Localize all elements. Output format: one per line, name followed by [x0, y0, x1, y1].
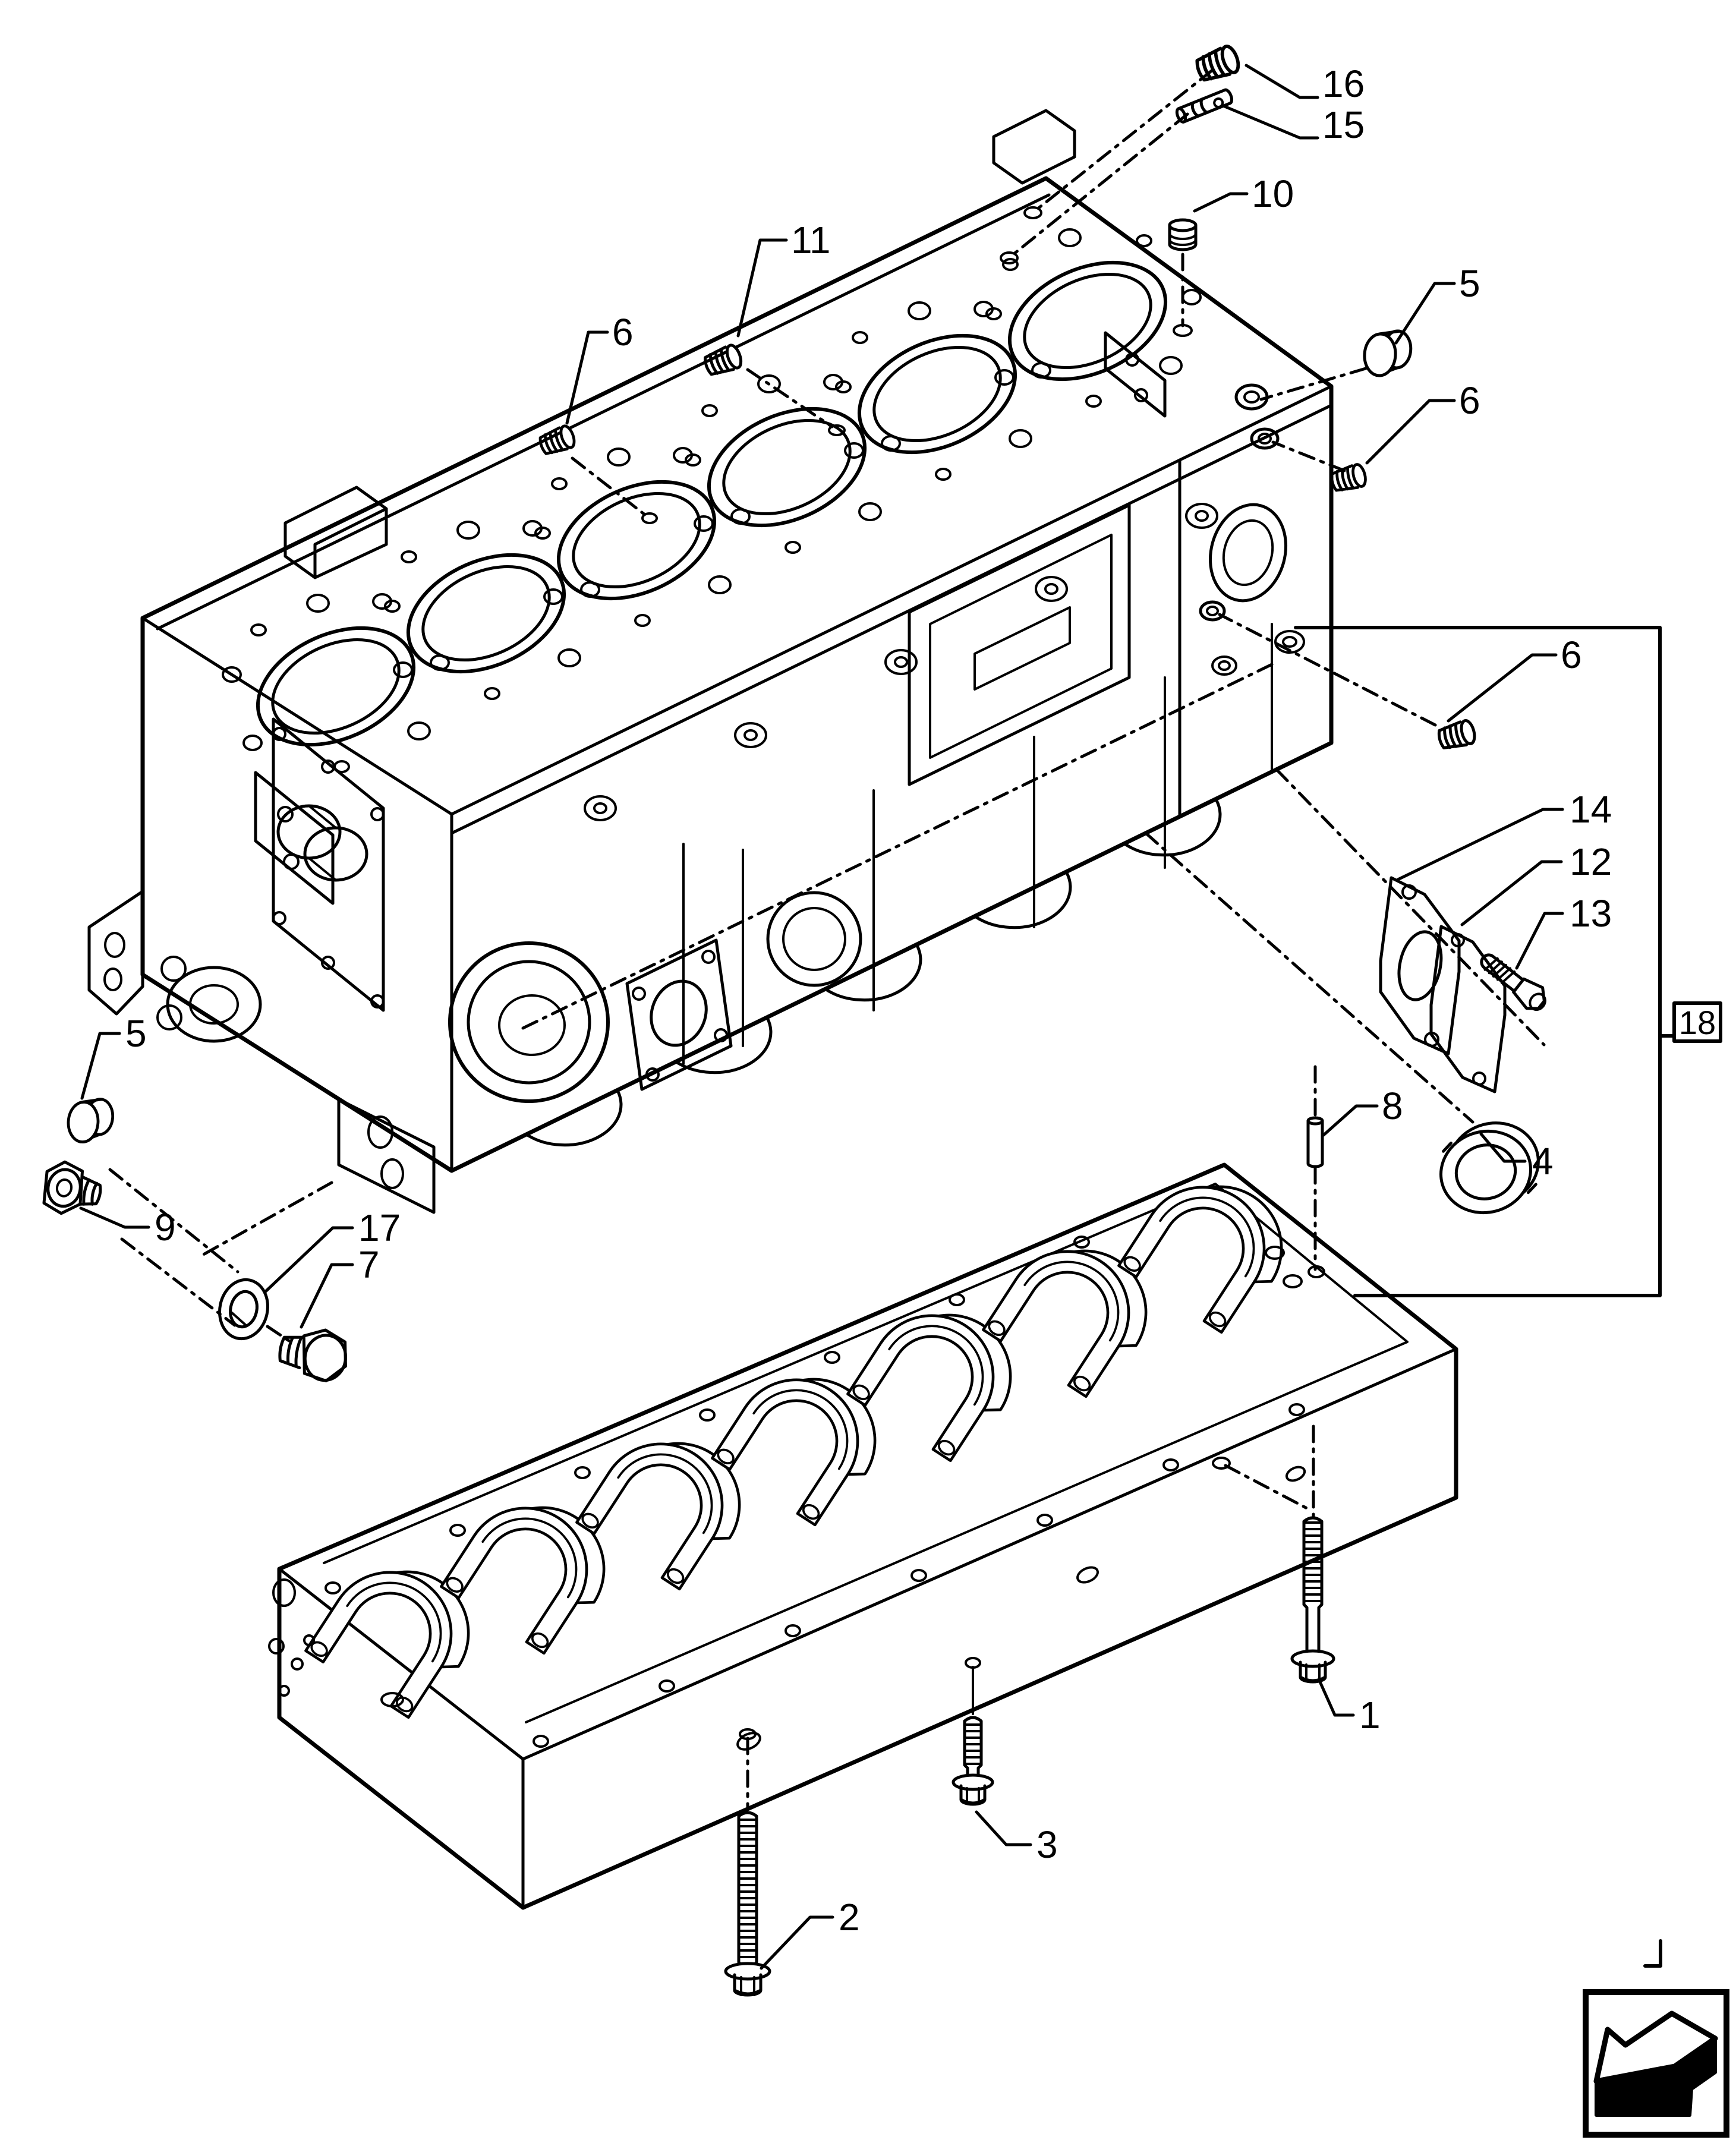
part-cover-plate-12	[1429, 925, 1507, 1093]
part-stud-bolt-2	[724, 1811, 771, 1997]
projection-lines	[108, 68, 1546, 1808]
part-cup-plug-10	[1168, 218, 1198, 251]
part-plug-7	[278, 1328, 348, 1383]
part-cup-plug-5-right	[1363, 329, 1412, 377]
engine-cylinder-block-drawing	[87, 109, 1334, 1214]
callout-7: 7	[358, 1243, 380, 1286]
part-gasket-14	[1379, 876, 1461, 1055]
callout-13: 13	[1570, 892, 1612, 935]
bedplate-drawing	[268, 1155, 1458, 1910]
callout-2: 2	[839, 1896, 860, 1939]
callout-1: 1	[1359, 1694, 1381, 1737]
callout-8: 8	[1382, 1085, 1403, 1127]
part-bolt-13	[1480, 953, 1546, 1011]
frame-corner-tick	[1643, 1939, 1662, 1968]
leader-lines	[79, 64, 1564, 1970]
part-plug-9	[42, 1160, 102, 1215]
group-reference-label: 18	[1679, 1004, 1716, 1041]
callout-5-right: 5	[1459, 262, 1480, 305]
part-dowel-pin-8	[1306, 1116, 1324, 1168]
part-bushing-4	[1439, 1121, 1540, 1215]
callout-6-top: 6	[612, 311, 634, 354]
part-bolt-3	[952, 1716, 994, 1806]
callout-10: 10	[1252, 172, 1294, 215]
part-stud-bolt-1	[1290, 1516, 1335, 1684]
part-plug-16	[1194, 44, 1241, 83]
part-plug-6-side	[1436, 719, 1476, 751]
part-sealing-washer-17	[218, 1278, 269, 1341]
callout-17: 17	[358, 1206, 401, 1249]
callout-6-right: 6	[1459, 379, 1480, 422]
callout-6-side: 6	[1561, 634, 1582, 676]
callout-15: 15	[1322, 103, 1365, 146]
part-cup-plug-5-left	[67, 1097, 114, 1144]
callout-11: 11	[791, 219, 830, 261]
callout-4: 4	[1532, 1140, 1554, 1183]
callout-14: 14	[1570, 788, 1612, 831]
callout-3: 3	[1036, 1823, 1058, 1866]
callouts: 16 15 10 11 6 5 6 6 14 12 13 4 8 5 9 17 …	[125, 62, 1612, 1939]
callout-5-left: 5	[125, 1012, 147, 1055]
page-turn-arrow-icon	[1583, 1989, 1729, 2138]
callout-12: 12	[1570, 840, 1612, 883]
callout-16: 16	[1322, 62, 1365, 105]
group-reference-bracket: 18	[1294, 626, 1722, 1297]
callout-9: 9	[155, 1206, 176, 1249]
